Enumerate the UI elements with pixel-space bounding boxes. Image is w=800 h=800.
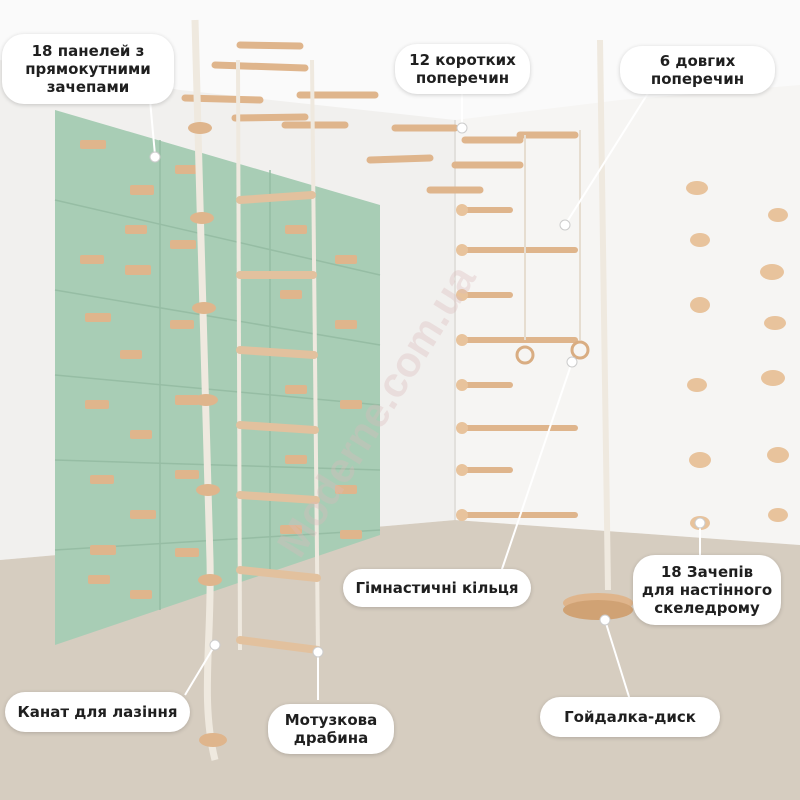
callout-ladder: Мотузкова драбина [268,704,394,754]
disc-swing [563,39,633,620]
rope-ladder [236,59,322,656]
callout-long-bars-line1: 6 довгих [659,52,736,70]
callout-panels: 18 панелей з прямокутними зачепами [2,34,174,104]
callout-holds-line1: 18 Зачепів [660,563,754,581]
leader-lines [149,89,701,701]
callout-short-bars-line2: поперечин [415,69,510,87]
callout-panels-line2: прямокутними [25,60,151,78]
callout-long-bars: 6 довгих поперечин [620,46,775,94]
callout-rope: Канат для лазіння [5,692,190,732]
callout-rope-line1: Канат для лазіння [17,703,178,721]
climbing-rope [188,19,227,761]
callout-disc-swing: Гойдалка-диск [540,697,720,737]
callout-holds-line3: скеледрому [654,599,760,617]
callout-short-bars: 12 коротких поперечин [395,44,530,94]
callout-rings: Гімнастичні кільця [343,569,531,607]
callout-rings-line1: Гімнастичні кільця [355,579,519,597]
climbing-panel-wall [54,110,381,645]
callout-panels-line1: 18 панелей з [31,42,145,60]
gymnastic-rings [515,130,590,365]
callout-disc-swing-line1: Гойдалка-диск [564,708,696,726]
callout-holds: 18 Зачепів для настінного скеледрому [633,555,781,625]
wall-bars [457,207,578,518]
callout-long-bars-line2: поперечин [650,70,745,88]
callout-holds-line2: для настінного [641,581,773,599]
callout-short-bars-line1: 12 коротких [409,51,516,69]
callout-panels-line3: зачепами [46,78,130,96]
ceiling-short-bars [181,41,579,194]
callout-ladder-line1: Мотузкова [284,711,378,729]
callout-ladder-line2: драбина [293,729,369,747]
